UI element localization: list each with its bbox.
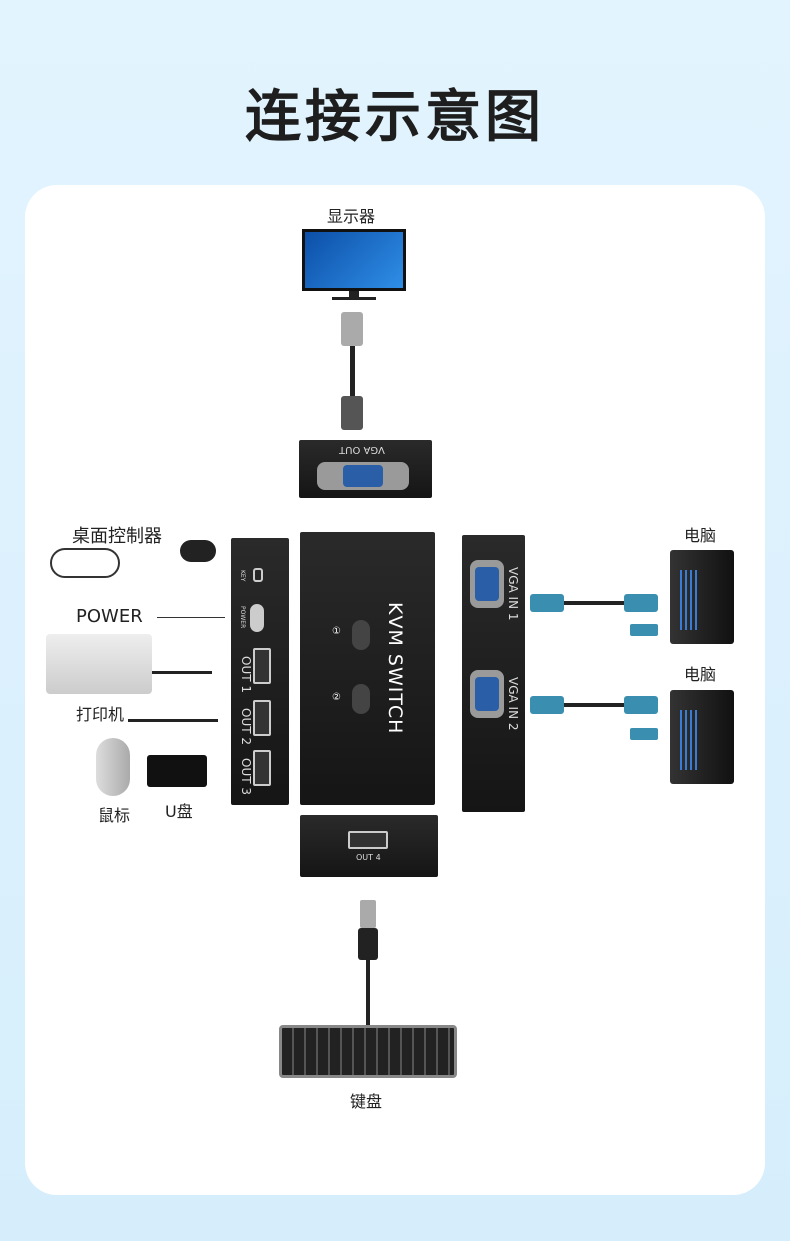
vga-out-panel: VGA OUT <box>299 440 432 498</box>
switch-button-1[interactable] <box>352 620 370 650</box>
out4-label: OUT 4 <box>356 853 381 862</box>
vga-in1-port[interactable] <box>470 560 504 608</box>
usb-drive-icon <box>147 755 207 787</box>
keyboard-icon <box>279 1025 457 1078</box>
page-title: 连接示意图 <box>245 85 545 150</box>
pc2-cable <box>564 703 624 707</box>
pc1-label: 电脑 <box>684 526 717 545</box>
keyboard-plug-housing <box>358 928 378 960</box>
kvm-switch-body: ① ② KVM SWITCH <box>300 532 435 805</box>
vga-out-port[interactable] <box>317 462 409 490</box>
monitor-stand <box>349 291 359 297</box>
power-port-label: POWER <box>239 606 246 629</box>
vga-out-label: VGA OUT <box>339 444 385 455</box>
pc1-icon <box>670 550 734 644</box>
out3-label: OUT 3 <box>239 758 253 796</box>
right-port-panel: VGA IN 1 VGA IN 2 <box>462 535 525 812</box>
pc2-vga-plug-end <box>624 696 658 714</box>
printer-label: 打印机 <box>76 705 125 724</box>
mouse-cable <box>128 719 218 722</box>
pc2-icon <box>670 690 734 784</box>
pc2-label: 电脑 <box>684 665 717 684</box>
key-label: KEY <box>239 570 246 582</box>
keyboard-label: 键盘 <box>350 1092 383 1111</box>
desktop-controller-icon <box>180 540 216 562</box>
printer-cable <box>152 671 212 674</box>
keyboard-cable <box>366 960 370 1026</box>
pc1-vga-plug-end <box>624 594 658 612</box>
udisk-label: U盘 <box>165 802 193 821</box>
vga-in2-port[interactable] <box>470 670 504 718</box>
left-port-panel: KEY POWER OUT 1 OUT 2 OUT 3 <box>231 538 289 805</box>
monitor-label: 显示器 <box>327 207 376 226</box>
keyboard-usb-plug <box>360 900 376 928</box>
out1-label: OUT 1 <box>239 656 253 694</box>
pc2-vga-plug <box>530 696 564 714</box>
out1-port[interactable] <box>253 648 271 684</box>
out3-port[interactable] <box>253 750 271 786</box>
pc1-vga-plug <box>530 594 564 612</box>
printer-icon <box>46 634 152 694</box>
power-port[interactable] <box>250 604 264 632</box>
mouse-icon <box>96 738 130 796</box>
out2-label: OUT 2 <box>239 708 253 746</box>
out2-port[interactable] <box>253 700 271 736</box>
key-port[interactable] <box>253 568 263 582</box>
button-1-label: ① <box>332 626 341 637</box>
monitor-icon <box>302 229 406 291</box>
monitor-base <box>332 297 376 300</box>
out4-panel: OUT 4 <box>300 815 438 877</box>
button-2-label: ② <box>332 692 341 703</box>
out4-port[interactable] <box>348 831 388 849</box>
vga-plug-bottom <box>341 396 363 430</box>
switch-button-2[interactable] <box>352 684 370 714</box>
pc1-cable <box>564 601 624 605</box>
vga-in1-label: VGA IN 1 <box>506 567 520 621</box>
pc1-usb-plug <box>630 624 658 636</box>
power-leader-line <box>157 617 225 618</box>
power-label: POWER <box>76 606 143 627</box>
controller-cable <box>50 548 120 578</box>
brand-label: KVM SWITCH <box>384 602 406 735</box>
vga-plug-top <box>341 312 363 346</box>
desktop-controller-label: 桌面控制器 <box>72 526 162 547</box>
mouse-label: 鼠标 <box>98 806 131 825</box>
vga-in2-label: VGA IN 2 <box>506 677 520 731</box>
vga-cable <box>350 346 355 396</box>
pc2-usb-plug <box>630 728 658 740</box>
